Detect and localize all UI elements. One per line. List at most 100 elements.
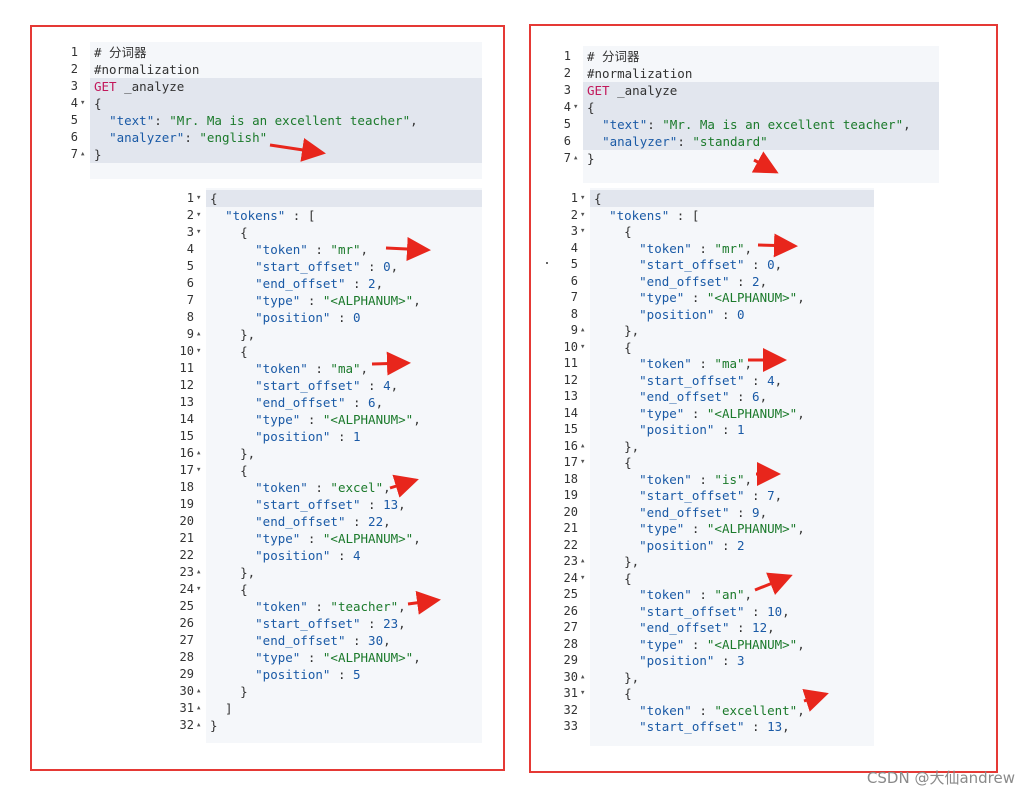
code-line[interactable]: "end_offset" : 2, [255, 276, 384, 291]
code-line[interactable]: "analyzer": "english" [109, 130, 268, 145]
fold-expand-icon[interactable]: ▴ [573, 153, 579, 163]
fold-expand-icon[interactable]: ▴ [196, 567, 202, 577]
code-line[interactable]: "start_offset" : 7, [639, 488, 783, 503]
fold-collapse-icon[interactable]: ▾ [196, 227, 202, 237]
code-line[interactable]: "text": "Mr. Ma is an excellent teacher"… [602, 117, 911, 132]
code-line[interactable]: "token" : "teacher", [255, 599, 406, 614]
code-line[interactable]: GET _analyze [587, 83, 678, 98]
code-line[interactable]: }, [594, 669, 640, 685]
code-line[interactable]: } [210, 684, 248, 699]
code-line[interactable]: { [594, 686, 632, 701]
fold-collapse-icon[interactable]: ▾ [196, 346, 202, 356]
right-response-viewer[interactable]: 1▾{2▾ "tokens" : [3▾ {4 "token" : "mr",5… [557, 188, 874, 746]
code-line[interactable]: "token" : "excel", [255, 480, 391, 495]
code-line[interactable]: "start_offset" : 4, [255, 378, 399, 393]
code-line[interactable]: }, [210, 565, 256, 580]
code-line[interactable]: ] [210, 701, 233, 716]
code-line[interactable]: "analyzer": "standard" [602, 134, 768, 149]
code-line[interactable]: #normalization [587, 66, 693, 81]
code-line[interactable]: "token" : "ma", [639, 356, 753, 371]
left-response-viewer[interactable]: 1▾{2▾ "tokens" : [3▾ {4 "token" : "mr",5… [172, 188, 482, 743]
code-line[interactable]: }, [210, 327, 256, 342]
code-line[interactable]: "type" : "<ALPHANUM>", [255, 412, 421, 427]
code-line[interactable]: "start_offset" : 23, [255, 616, 406, 631]
code-line[interactable]: "token" : "mr", [639, 240, 753, 256]
code-line[interactable]: "type" : "<ALPHANUM>", [639, 521, 805, 536]
code-line[interactable]: # 分词器 [587, 49, 640, 64]
code-line[interactable]: "type" : "<ALPHANUM>", [255, 293, 421, 308]
code-line[interactable]: "end_offset" : 30, [255, 633, 391, 648]
fold-collapse-icon[interactable]: ▾ [580, 226, 586, 236]
code-line[interactable]: "start_offset" : 4, [639, 372, 783, 388]
code-line[interactable]: "end_offset" : 2, [639, 273, 768, 289]
code-line[interactable]: "tokens" : [ [609, 207, 700, 223]
code-line[interactable]: { [210, 225, 248, 240]
code-line[interactable]: } [587, 151, 595, 166]
fold-expand-icon[interactable]: ▴ [580, 325, 586, 335]
code-line[interactable]: "end_offset" : 9, [639, 504, 768, 520]
code-line[interactable]: "token" : "ma", [255, 361, 369, 376]
code-line[interactable]: "start_offset" : 13, [255, 497, 406, 512]
code-line[interactable]: "start_offset" : 0, [639, 257, 783, 272]
code-line[interactable]: { [594, 339, 632, 355]
fold-expand-icon[interactable]: ▴ [80, 149, 86, 159]
code-line[interactable]: }, [210, 446, 256, 461]
code-line[interactable]: GET _analyze [94, 79, 185, 94]
fold-collapse-icon[interactable]: ▾ [573, 102, 579, 112]
code-line[interactable]: "token" : "an", [639, 587, 753, 602]
code-line[interactable]: "type" : "<ALPHANUM>", [639, 405, 805, 421]
code-line[interactable]: "start_offset" : 0, [255, 259, 399, 274]
code-line[interactable]: { [210, 582, 248, 597]
code-line[interactable]: } [210, 718, 218, 733]
code-line[interactable]: { [210, 344, 248, 359]
code-line[interactable]: "type" : "<ALPHANUM>", [639, 636, 805, 652]
fold-expand-icon[interactable]: ▴ [196, 703, 202, 713]
code-line[interactable]: }, [594, 554, 640, 569]
code-line[interactable]: "position" : 1 [255, 429, 361, 444]
fold-collapse-icon[interactable]: ▾ [580, 688, 586, 698]
fold-collapse-icon[interactable]: ▾ [196, 193, 202, 203]
code-line[interactable]: #normalization [94, 62, 200, 77]
code-line[interactable]: "position" : 2 [639, 537, 745, 553]
fold-collapse-icon[interactable]: ▾ [80, 98, 86, 108]
code-line[interactable]: "type" : "<ALPHANUM>", [639, 290, 805, 305]
code-line[interactable]: "tokens" : [ [225, 208, 316, 223]
fold-expand-icon[interactable]: ▴ [580, 671, 586, 682]
fold-expand-icon[interactable]: ▴ [196, 448, 202, 458]
fold-expand-icon[interactable]: ▴ [580, 440, 586, 451]
fold-expand-icon[interactable]: ▴ [580, 556, 586, 566]
fold-expand-icon[interactable]: ▴ [196, 720, 202, 730]
code-line[interactable]: "start_offset" : 13, [639, 719, 790, 734]
code-line[interactable]: { [594, 224, 632, 239]
code-line[interactable]: "start_offset" : 10, [639, 603, 790, 619]
code-line[interactable]: "position" : 0 [255, 310, 361, 325]
code-line[interactable]: { [594, 191, 602, 206]
fold-collapse-icon[interactable]: ▾ [580, 341, 586, 352]
fold-collapse-icon[interactable]: ▾ [196, 210, 202, 220]
code-line[interactable]: }, [594, 323, 640, 338]
code-line[interactable]: # 分词器 [94, 45, 147, 60]
code-line[interactable]: { [587, 100, 595, 115]
code-line[interactable]: "position" : 4 [255, 548, 361, 563]
code-line[interactable]: "token" : "excellent", [639, 702, 805, 718]
code-line[interactable]: }, [594, 438, 640, 454]
code-line[interactable]: "type" : "<ALPHANUM>", [255, 531, 421, 546]
fold-collapse-icon[interactable]: ▾ [196, 465, 202, 475]
code-line[interactable]: "token" : "mr", [255, 242, 369, 257]
code-line[interactable]: "end_offset" : 6, [255, 395, 384, 410]
code-line[interactable]: "end_offset" : 22, [255, 514, 391, 529]
fold-collapse-icon[interactable]: ▾ [580, 457, 586, 467]
fold-collapse-icon[interactable]: ▾ [580, 572, 586, 583]
code-line[interactable]: { [94, 96, 102, 111]
code-line[interactable]: "text": "Mr. Ma is an excellent teacher"… [109, 113, 418, 128]
fold-collapse-icon[interactable]: ▾ [580, 193, 586, 203]
code-line[interactable]: "position" : 1 [639, 422, 745, 437]
fold-collapse-icon[interactable]: ▾ [196, 584, 202, 594]
code-line[interactable]: { [210, 463, 248, 478]
code-line[interactable]: "type" : "<ALPHANUM>", [255, 650, 421, 665]
code-line[interactable]: } [94, 147, 102, 162]
code-line[interactable]: "position" : 5 [255, 667, 361, 682]
code-line[interactable]: { [594, 570, 632, 586]
